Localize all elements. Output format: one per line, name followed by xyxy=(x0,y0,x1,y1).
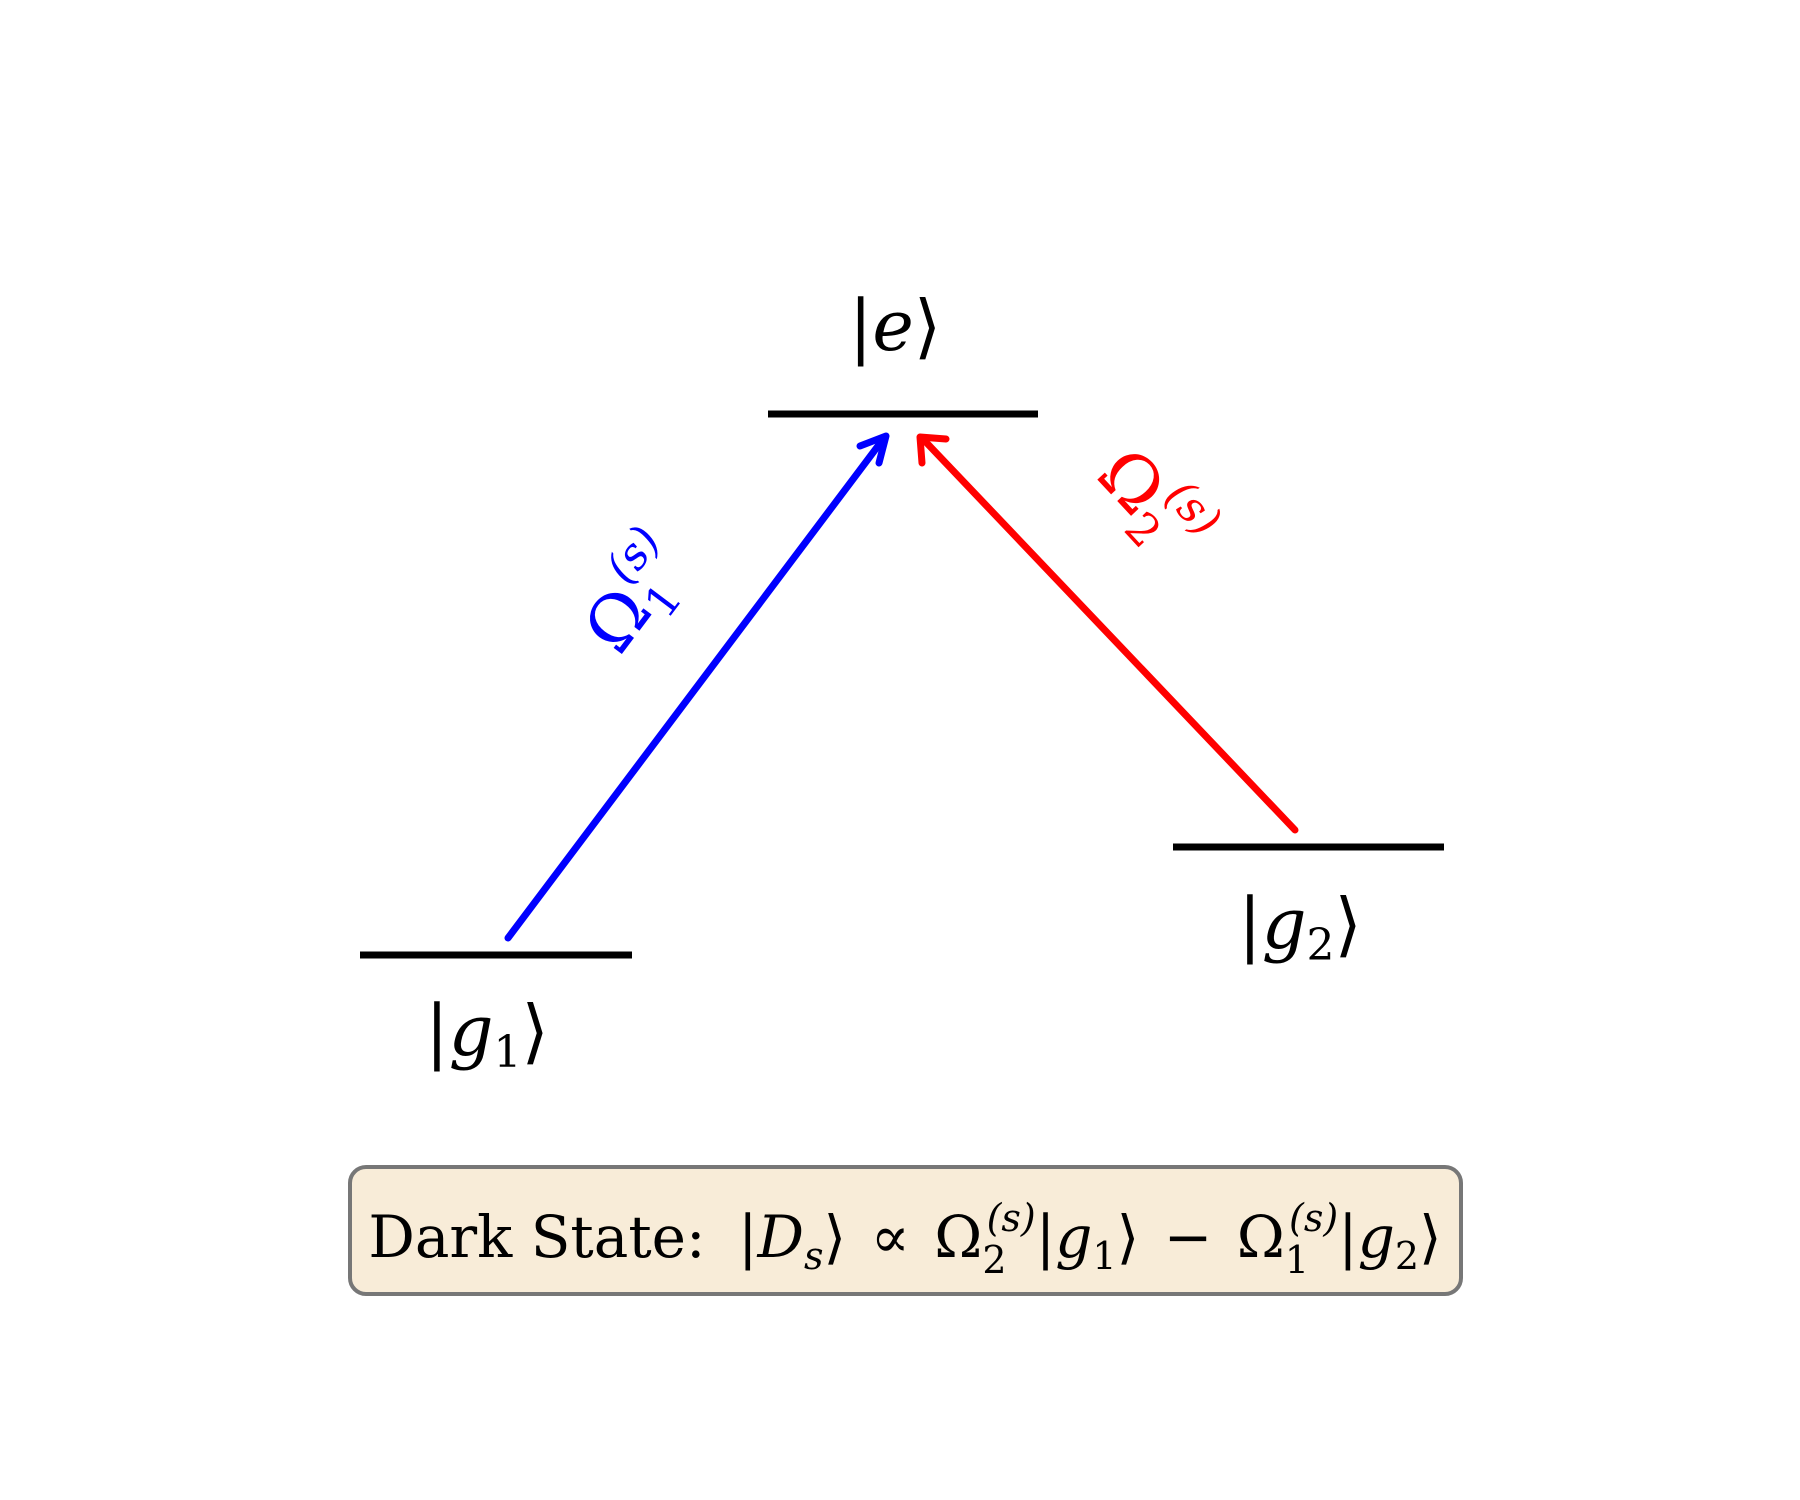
ground1-state-label: |g1⟩ xyxy=(425,990,549,1078)
svg-text:Ω2(s): Ω2(s) xyxy=(1075,425,1231,582)
dark-state-equation: Dark State: |Ds⟩ ∝ Ω2(s)|g1⟩ − Ω1(s)|g2⟩ xyxy=(368,1196,1441,1282)
omega2-label: Ω2(s) xyxy=(1075,425,1231,582)
svg-text:Ω1(s): Ω1(s) xyxy=(559,517,713,674)
ground2-state-label: |g2⟩ xyxy=(1238,883,1362,971)
omega1-label: Ω1(s) xyxy=(559,517,713,674)
dark-state-box xyxy=(348,1165,1463,1296)
omega1-arrow xyxy=(504,432,890,942)
excited-state-label: |e⟩ xyxy=(849,285,941,367)
omega2-arrow xyxy=(916,433,1299,834)
